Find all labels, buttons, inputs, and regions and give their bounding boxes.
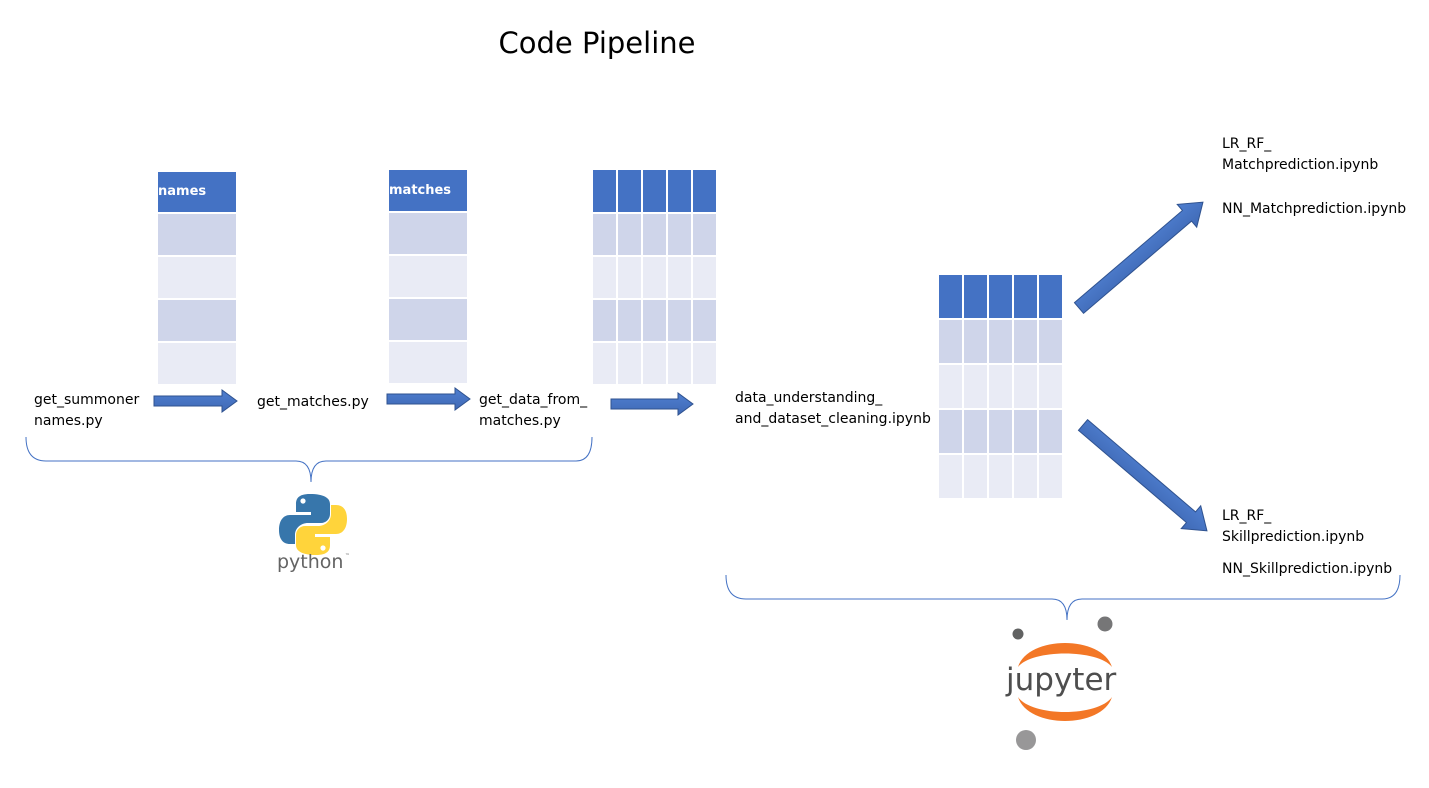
step-get-summoner-label: get_summoner names.py bbox=[34, 392, 140, 429]
matches-table: matches bbox=[387, 168, 469, 385]
names-table: names bbox=[156, 170, 238, 386]
python-wordmark: python bbox=[277, 551, 343, 573]
output-nn-skill-label: NN_Skillprediction.ipynb bbox=[1222, 561, 1393, 577]
table-cell bbox=[387, 254, 469, 299]
arrow-right-3 bbox=[610, 392, 694, 416]
svg-text:™: ™ bbox=[345, 553, 350, 559]
step-get-data-label: get_data_from_ matches.py bbox=[479, 392, 588, 429]
step-data-understanding-label: data_understanding_ and_dataset_cleaning… bbox=[735, 390, 931, 427]
jupyter-icon bbox=[1012, 616, 1113, 750]
python-icon bbox=[279, 494, 347, 555]
table-cell bbox=[387, 297, 469, 342]
output-nn-match-label: NN_Matchprediction.ipynb bbox=[1222, 201, 1407, 217]
page-title: Code Pipeline bbox=[498, 26, 696, 60]
jupyter-wordmark: jupyter bbox=[1005, 662, 1117, 698]
table-cell bbox=[156, 298, 238, 343]
data-grid-table bbox=[591, 168, 718, 386]
table-cell bbox=[156, 212, 238, 257]
arrow-right-1 bbox=[153, 389, 238, 413]
output-lr-rf-match-label: LR_RF_ Matchprediction.ipynb bbox=[1222, 136, 1379, 173]
python-logo: python ™ bbox=[272, 490, 356, 575]
table-cell bbox=[156, 341, 238, 386]
names-header: names bbox=[156, 170, 238, 214]
cleaned-data-grid-table bbox=[937, 273, 1064, 500]
arrow-down-right bbox=[1077, 418, 1208, 532]
python-bracket bbox=[25, 436, 593, 483]
output-lr-rf-skill-label: LR_RF_ Skillprediction.ipynb bbox=[1222, 508, 1365, 545]
matches-header: matches bbox=[387, 168, 469, 213]
jupyter-logo: jupyter bbox=[1004, 613, 1134, 755]
step-get-matches-label: get_matches.py bbox=[257, 394, 369, 410]
arrow-right-2 bbox=[386, 387, 471, 411]
arrow-up-right bbox=[1073, 201, 1204, 315]
table-cell bbox=[156, 255, 238, 300]
table-cell bbox=[387, 211, 469, 256]
table-cell bbox=[387, 340, 469, 385]
